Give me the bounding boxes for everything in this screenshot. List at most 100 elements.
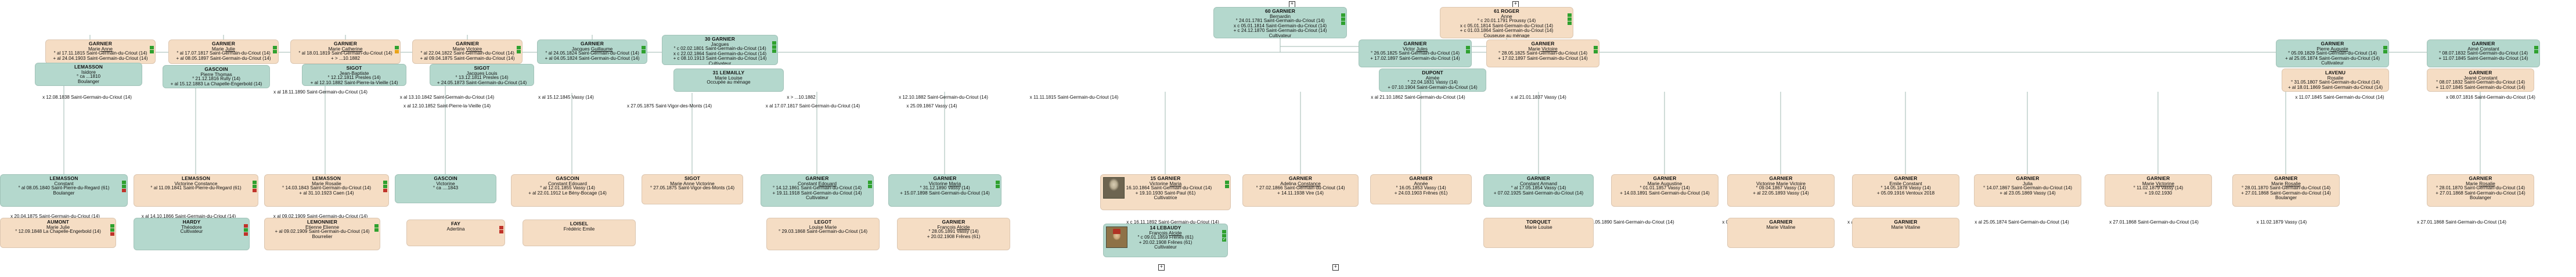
person-event: + 19.11.1918 Saint-Germain-du-Criout (14… [772,190,862,196]
status-flags [2383,46,2387,53]
person-event: ° al 17.05.1854 Vassy (14) [1511,185,1566,191]
person-event: ° 08.07.1832 Saint-Germain-du-Criout (14… [2436,80,2525,85]
person-given-name: Victor Jules [1403,45,1428,52]
person-name: GARNIER [1531,41,1555,46]
expand-toggle[interactable]: + [1332,264,1339,271]
union-caption: x 12.08.1838 Saint-Germain-du-Criout (14… [42,95,132,100]
person-given-name: Théodore [181,224,202,230]
status-flags [150,46,154,53]
person-event: + al 18.01.1869 Saint-Germain-du-Criout … [2287,84,2383,90]
person-given-name: Marie Vitaline [1766,224,1796,230]
status-flags [1568,13,1572,25]
status-flags [110,224,114,236]
person-event: + > ...10.1882 [331,55,360,61]
person-event: + c 01.03.1864 Saint-Germain-du-Criout (… [1460,28,1554,34]
person-name: GARNIER [2146,175,2170,181]
status-flag-g [1341,21,1345,25]
person-name: LEMONNIER [307,219,337,225]
person-given-name: Anne [1501,13,1512,19]
portrait-photo [1103,177,1125,199]
person-name: LEGOT [814,219,832,225]
status-flag-g [772,49,776,53]
person-given-name: Marie Julie [211,45,236,52]
person-event: ° 01.01.1857 Vassy (14) [1640,185,1690,191]
status-flag-g [1466,50,1470,53]
person-given-name: Constant Edouard [798,180,837,186]
person-event: + 27.01.1868 Saint-Germain-du-Criout (14… [2436,190,2525,196]
person-name: GARNIER [1653,175,1677,181]
person-name: GARNIER [1769,175,1793,181]
person-event: + c 08.10.1913 Saint-Germain-du-Criout (… [673,56,767,62]
person-event: + 19.02.1930 [2144,190,2173,196]
person-given-name: Marie Victoire [1528,45,1558,52]
status-flag-r [499,230,503,233]
expand-toggle[interactable]: + [1158,264,1165,271]
person-given-name: Marie Catherine [328,45,363,52]
status-flags [2534,46,2538,53]
person-given-name: Pierre Thomas [200,71,232,77]
person-name: GARNIER [2321,41,2344,46]
status-flag-g [110,228,114,232]
person-given-name: Marie Louise [1525,224,1552,230]
status-flag-g [996,185,1000,188]
person-event: + 17.02.1897 Saint-Germain-du-Criout (14… [1498,55,1588,61]
person-name: LEMASSON [312,175,341,181]
person-occupation: Cultivatrice [1154,195,1177,201]
person-given-name: Adertina [446,225,465,232]
person-event: ° 28.01.1870 Saint-Germain-du-Criout (14… [2241,185,2331,191]
status-flag-g [1594,50,1598,53]
person-event: + al 24.04.1903 Saint-Germain-du-Criout … [53,55,148,61]
